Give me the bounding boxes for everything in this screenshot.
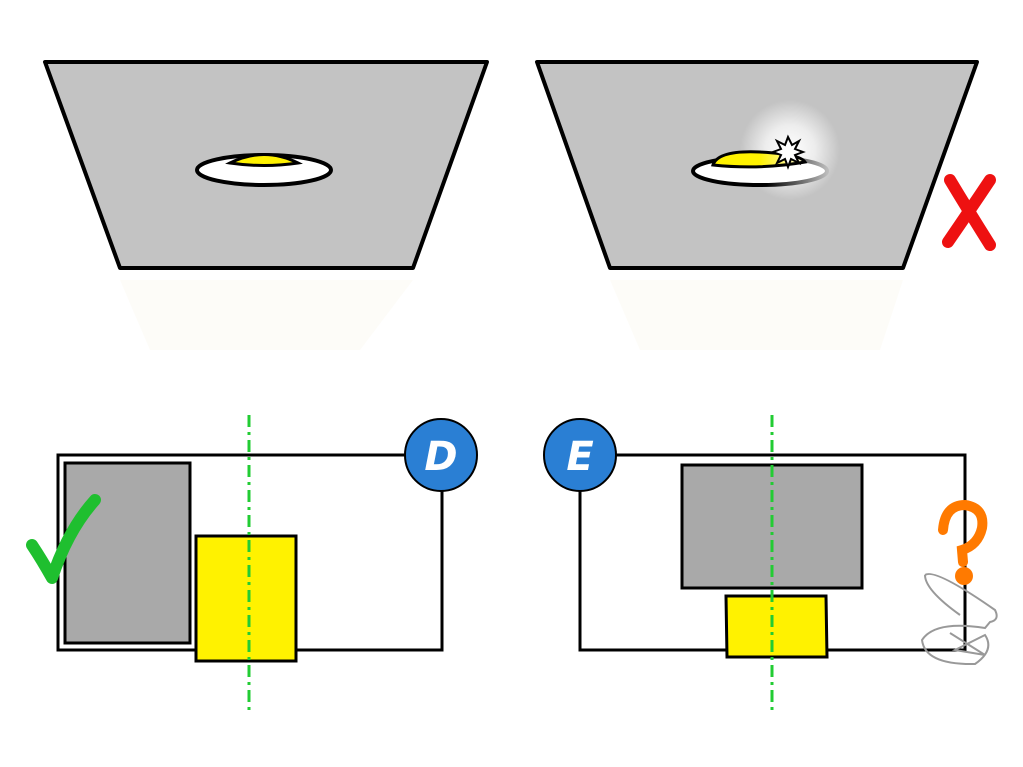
- gray-block: [63, 461, 192, 645]
- badge-e: E: [543, 418, 617, 492]
- section-d: D: [26, 415, 478, 712]
- badge-label: E: [566, 434, 593, 480]
- light-beams: [120, 280, 903, 350]
- cross-icon: [942, 174, 996, 251]
- ceiling-panel-left: [43, 60, 489, 270]
- ceiling-panel-right: [535, 60, 979, 270]
- badge-d: D: [404, 418, 478, 492]
- downlight-bad: [691, 134, 829, 187]
- check-icon: [26, 494, 101, 584]
- downlight-good: [195, 153, 333, 187]
- yellow-block: [724, 594, 829, 659]
- scribble: [920, 573, 998, 666]
- spark-icon: [770, 134, 806, 170]
- question-icon: [938, 499, 988, 585]
- badge-label: D: [424, 434, 457, 480]
- yellow-block: [194, 534, 298, 663]
- section-e: E: [543, 415, 998, 712]
